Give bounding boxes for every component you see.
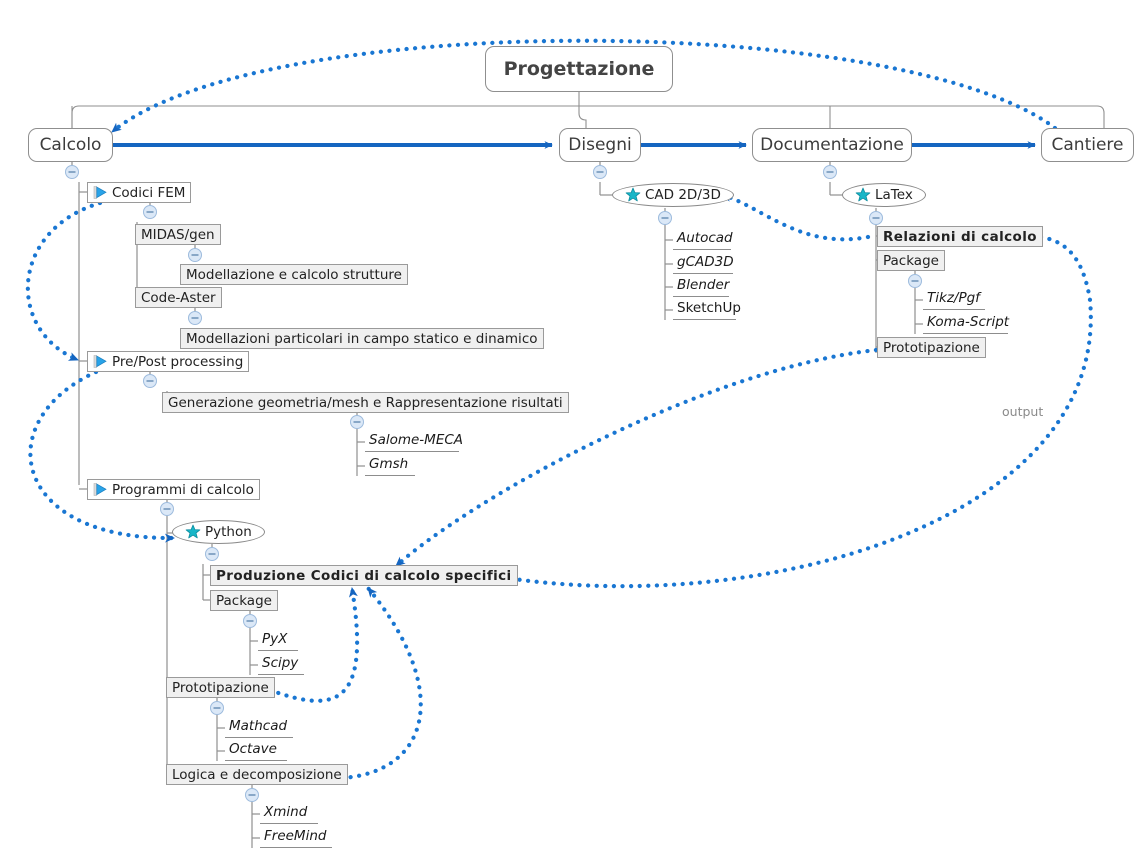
root-node-progettazione[interactable]: Progettazione (485, 46, 673, 92)
node-latex-package[interactable]: Package (877, 250, 945, 271)
node-logica-decomposizione-label: Logica e decomposizione (172, 766, 342, 783)
dotted-link-tex-proto-produzione (393, 347, 879, 569)
node-code-aster-label: Code-Aster (141, 289, 216, 306)
star-icon (185, 524, 201, 540)
node-produzione-codici[interactable]: Produzione Codici di calcolo specifici (210, 565, 518, 586)
flag-play-icon (93, 482, 108, 497)
node-latex-package-label: Package (883, 252, 939, 269)
leaf-blender-label: Blender (677, 277, 730, 293)
leaf-xmind[interactable]: Xmind (260, 804, 318, 824)
edge-label-output: output (1002, 404, 1044, 419)
node-cantiere[interactable]: Cantiere (1041, 128, 1134, 162)
leaf-octave-label: Octave (229, 741, 277, 757)
leaf-pyx-label: PyX (262, 631, 288, 647)
flag-play-icon (93, 354, 108, 369)
node-python-label: Python (205, 524, 252, 540)
node-documentazione-label: Documentazione (760, 135, 904, 155)
dotted-link-logica-produzione (339, 585, 423, 781)
root-label: Progettazione (503, 58, 655, 80)
leaf-blender[interactable]: Blender (673, 277, 729, 297)
leaf-gcad3d-label: gCAD3D (677, 254, 734, 270)
node-latex-prototipazione-label: Prototipazione (883, 339, 980, 356)
leaf-pyx[interactable]: PyX (258, 631, 298, 651)
node-latex-prototipazione[interactable]: Prototipazione (877, 337, 986, 358)
dotted-link-fem-prepost (25, 200, 103, 363)
leaf-salome-meca[interactable]: Salome-MECA (365, 432, 463, 452)
leaf-sketchup-label: SketchUp (677, 300, 741, 316)
leaf-mathcad-label: Mathcad (229, 718, 288, 734)
leaf-mathcad[interactable]: Mathcad (225, 718, 293, 738)
leaf-gmsh-label: Gmsh (369, 456, 409, 472)
leaf-xmind-label: Xmind (264, 804, 308, 820)
leaf-tikz-pgf[interactable]: Tikz/Pgf (923, 290, 985, 310)
node-cad-2d-3d-label: CAD 2D/3D (645, 187, 721, 203)
flag-play-icon (93, 185, 108, 200)
node-latex-label: LaTex (875, 187, 913, 203)
node-modellazioni-particolari-label: Modellazioni particolari in campo static… (186, 330, 538, 347)
node-disegni[interactable]: Disegni (559, 128, 641, 162)
leaf-scipy[interactable]: Scipy (258, 655, 304, 675)
node-latex[interactable]: LaTex (842, 183, 926, 207)
node-relazioni-di-calcolo-label: Relazioni di calcolo (883, 228, 1037, 245)
leaf-koma-script-label: Koma-Script (927, 314, 1010, 330)
node-midas-gen-label: MIDAS/gen (141, 226, 215, 243)
leaf-freemind-label: FreeMind (264, 828, 327, 844)
node-documentazione[interactable]: Documentazione (752, 128, 912, 162)
node-generazione-geometria-label: Generazione geometria/mesh e Rappresenta… (168, 394, 563, 411)
node-logica-decomposizione[interactable]: Logica e decomposizione (166, 764, 348, 785)
leaf-autocad-label: Autocad (677, 230, 733, 246)
leaf-koma-script[interactable]: Koma-Script (923, 314, 1010, 334)
node-modellazione-strutture[interactable]: Modellazione e calcolo strutture (180, 264, 408, 285)
node-produzione-codici-label: Produzione Codici di calcolo specifici (216, 567, 512, 584)
node-python-package-label: Package (216, 592, 272, 609)
node-generazione-geometria[interactable]: Generazione geometria/mesh e Rappresenta… (162, 392, 569, 413)
node-python-package[interactable]: Package (210, 590, 278, 611)
leaf-sketchup[interactable]: SketchUp (673, 300, 741, 320)
node-relazioni-di-calcolo[interactable]: Relazioni di calcolo (877, 226, 1043, 247)
node-programmi-di-calcolo[interactable]: Programmi di calcolo (87, 479, 260, 500)
leaf-octave[interactable]: Octave (225, 741, 287, 761)
leaf-gcad3d[interactable]: gCAD3D (673, 254, 734, 274)
node-python-prototipazione-label: Prototipazione (172, 679, 269, 696)
dotted-link-relazioni-cad (719, 192, 871, 242)
leaf-scipy-label: Scipy (262, 655, 299, 671)
node-calcolo-label: Calcolo (39, 135, 102, 155)
star-icon (625, 187, 641, 203)
star-icon (855, 187, 871, 203)
node-codici-fem[interactable]: Codici FEM (87, 182, 192, 203)
node-python-prototipazione[interactable]: Prototipazione (166, 677, 275, 698)
node-programmi-di-calcolo-label: Programmi di calcolo (112, 481, 254, 498)
node-python[interactable]: Python (172, 520, 265, 544)
leaf-gmsh[interactable]: Gmsh (365, 456, 415, 476)
leaf-freemind[interactable]: FreeMind (260, 828, 332, 848)
node-disegni-label: Disegni (568, 135, 632, 155)
node-cad-2d-3d[interactable]: CAD 2D/3D (612, 183, 734, 207)
node-cantiere-label: Cantiere (1051, 135, 1124, 155)
node-pre-post-processing[interactable]: Pre/Post processing (87, 351, 250, 372)
node-modellazione-strutture-label: Modellazione e calcolo strutture (186, 266, 402, 283)
node-calcolo[interactable]: Calcolo (28, 128, 113, 162)
leaf-salome-meca-label: Salome-MECA (369, 432, 464, 448)
leaf-autocad[interactable]: Autocad (673, 230, 733, 250)
dotted-link-prepost-python (28, 369, 177, 543)
node-modellazioni-particolari[interactable]: Modellazioni particolari in campo static… (180, 328, 544, 349)
node-code-aster[interactable]: Code-Aster (135, 287, 222, 308)
leaf-tikz-pgf-label: Tikz/Pgf (927, 290, 980, 306)
node-midas-gen[interactable]: MIDAS/gen (135, 224, 221, 245)
node-pre-post-processing-label: Pre/Post processing (112, 353, 244, 370)
node-codici-fem-label: Codici FEM (112, 184, 186, 201)
